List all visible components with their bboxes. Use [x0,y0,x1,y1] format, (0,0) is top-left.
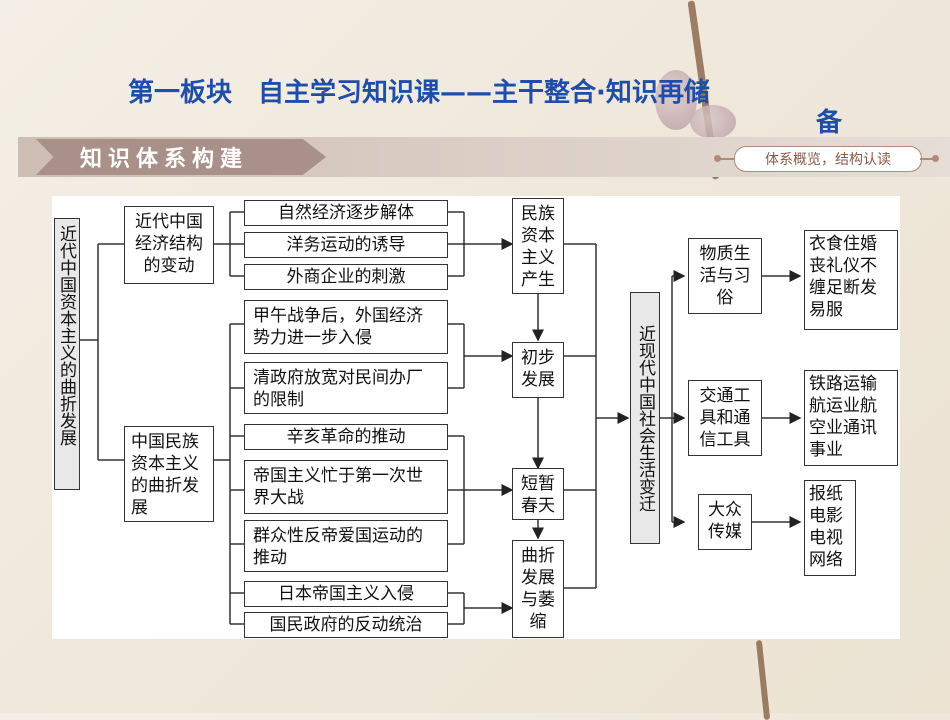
cause-node: 国民政府的反动统治 [244,612,448,638]
band-dot-left [714,155,721,162]
cause-node: 辛亥革命的推动 [244,424,448,450]
area-mass-media: 大众传媒 [698,494,752,550]
area-material-life: 物质生活与习俗 [688,238,762,314]
branch-decoration [755,639,771,720]
section-subtitle-badge: 体系概览，结构认读 [734,146,922,172]
detail-transport-communication: 铁路运输航运业航空业通讯事业 [804,370,898,466]
cause-node: 群众性反帝爱国运动的推动 [244,520,448,572]
stage-emergence: 民族资本主义产生 [512,198,564,294]
detail-mass-media: 报纸电影电视网络 [804,480,856,576]
cause-node: 自然经济逐步解体 [244,200,448,226]
area-transport-communication: 交通工具和通信工具 [688,380,762,456]
branch-economic-structure: 近代中国经济结构的变动 [124,206,214,284]
stage-initial-development: 初步发展 [512,342,564,398]
band-line-right [920,158,934,160]
page-title-continued: 备 [816,108,843,138]
detail-material-life: 衣食住婚丧礼仪不缠足断发易服 [804,230,898,330]
cause-node: 甲午战争后，外国经济势力进一步入侵 [244,300,448,354]
band-line-left [718,158,734,160]
society-node: 近现代中国社会生活变迁 [630,292,660,544]
cause-node: 外商企业的刺激 [244,264,448,290]
stage-decline: 曲折发展与萎缩 [512,540,564,638]
cause-node: 清政府放宽对民间办厂的限制 [244,362,448,414]
cause-node: 帝国主义忙于第一次世界大战 [244,460,448,514]
flower-decoration [690,105,736,139]
section-title: 知识体系构建 [36,139,326,175]
cause-node: 日本帝国主义入侵 [244,581,448,607]
diagram-panel: 近代中国资本主义的曲折发展 近代中国经济结构的变动 中国民族资本主义的曲折发展 … [52,196,900,639]
root-node: 近代中国资本主义的曲折发展 [54,218,80,490]
stage-brief-spring: 短暂春天 [512,468,564,520]
page-title: 第一板块 自主学习知识课——主干整合·知识再储 [128,78,710,108]
cause-node: 洋务运动的诱导 [244,232,448,258]
branch-national-capitalism: 中国民族资本主义的曲折发展 [124,426,214,522]
band-dot-right [932,155,939,162]
connector-lines [78,211,802,625]
